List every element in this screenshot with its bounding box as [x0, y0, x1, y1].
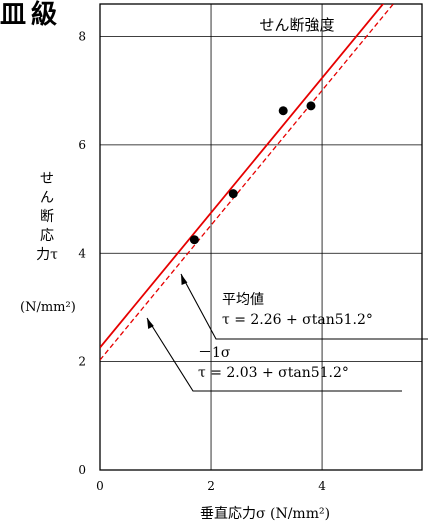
y-tick-label: 8	[78, 30, 86, 44]
y-axis-label: せん断応力τ	[36, 171, 58, 263]
x-tick-label: 2	[207, 479, 215, 493]
fit-lines	[100, 4, 395, 361]
y-tick-label: 2	[78, 355, 86, 369]
corner-grade-mark: 皿 級	[0, 0, 57, 30]
mean-line-label: 平均値	[222, 292, 264, 308]
data-points	[189, 101, 316, 245]
minus-sigma-line	[100, 4, 395, 361]
y-tick-label: 4	[78, 246, 86, 260]
data-point	[278, 106, 288, 116]
tick-labels: 0 2 4 0 2 4 6 8	[78, 30, 326, 493]
x-axis-label: 垂直応力σ (N/mm²)	[200, 506, 331, 522]
mean-line	[100, 4, 385, 349]
mean-callout-arrowhead	[181, 274, 188, 285]
y-tick-label: 0	[78, 463, 86, 477]
x-tick-label: 4	[318, 479, 326, 493]
x-tick-label: 0	[96, 479, 104, 493]
data-point	[228, 189, 238, 199]
sigma-line-label: －1σ	[198, 345, 231, 361]
data-point	[189, 235, 199, 245]
y-tick-label: 6	[78, 138, 86, 152]
annotation-callouts	[146, 273, 428, 392]
mean-callout-leader	[180, 273, 428, 340]
chart-title: せん断強度	[259, 16, 334, 34]
data-point	[306, 101, 316, 111]
grid-lines	[100, 4, 422, 470]
plot-frame	[99, 3, 423, 471]
y-axis-unit: (N/mm²)	[20, 300, 76, 315]
sigma-callout-arrowhead	[147, 318, 154, 329]
sigma-line-equation: τ = 2.03 + σtan51.2°	[198, 365, 349, 381]
mean-line-equation: τ = 2.26 + σtan51.2°	[222, 312, 373, 328]
sigma-callout-leader	[146, 317, 402, 392]
